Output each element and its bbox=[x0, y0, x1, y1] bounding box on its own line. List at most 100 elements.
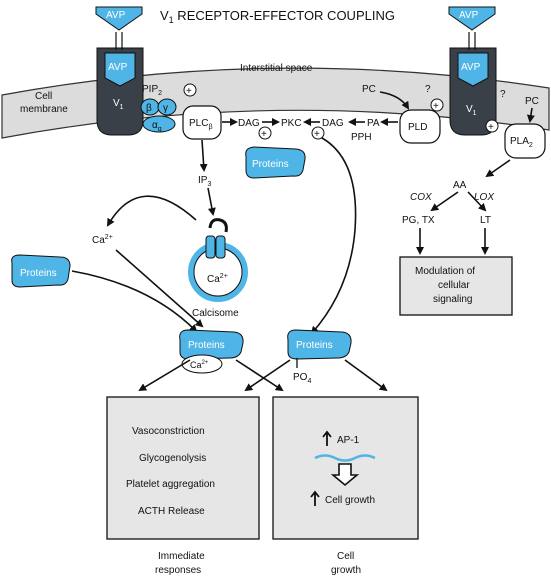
right-free-avp: AVP bbox=[448, 6, 496, 31]
pc-left-label: PC bbox=[362, 84, 376, 95]
pc-to-pla2-arrow bbox=[526, 107, 535, 123]
pa-label: PA bbox=[367, 118, 380, 129]
immediate-caption-line1: Immediate bbox=[158, 551, 205, 562]
immediate-caption-line2: responses bbox=[155, 565, 201, 576]
svg-text:V1: V1 bbox=[113, 98, 124, 111]
plc-beta: PLCβ bbox=[182, 105, 222, 140]
ca-to-proteins-arrow bbox=[115, 249, 204, 328]
left-free-avp: AVP bbox=[95, 6, 143, 31]
pkc-label: PKC bbox=[281, 118, 302, 129]
modulation-box: Modulation of cellular signaling bbox=[399, 256, 513, 316]
lox-label: LOX bbox=[474, 192, 494, 203]
plus-pld bbox=[430, 98, 444, 112]
question-pla2: ? bbox=[500, 89, 506, 100]
aa-label: AA bbox=[453, 180, 467, 191]
svg-text:AVP: AVP bbox=[108, 62, 128, 73]
proteins-to-calmodulin-arrow bbox=[71, 270, 198, 333]
calcisome-label: Calcisome bbox=[192, 308, 239, 319]
svg-text:AVP: AVP bbox=[106, 10, 126, 21]
svg-text:Proteins: Proteins bbox=[188, 340, 225, 351]
immediate-responses-box: Vasoconstriction Glycogenolysis Platelet… bbox=[106, 396, 260, 540]
cell-membrane-label-line2: membrane bbox=[20, 104, 68, 115]
left-avp-bound bbox=[104, 52, 136, 87]
plus-pla2 bbox=[485, 119, 499, 133]
pla2-to-aa-arrow bbox=[485, 159, 511, 178]
lt-label: LT bbox=[480, 215, 491, 226]
proteins-left-free: Proteins bbox=[11, 254, 71, 288]
svg-text:+: + bbox=[433, 101, 439, 112]
pkc-to-proteins-arrow bbox=[310, 137, 357, 335]
svg-text:Proteins: Proteins bbox=[252, 159, 289, 170]
svg-text:+: + bbox=[314, 129, 320, 140]
response-item-3: ACTH Release bbox=[138, 506, 205, 517]
svg-text:αq: αq bbox=[152, 120, 162, 133]
svg-text:cellular: cellular bbox=[438, 280, 470, 291]
calcisome: Ca2+ bbox=[188, 218, 248, 302]
svg-text:Modulation of: Modulation of bbox=[415, 266, 475, 277]
svg-text:PLD: PLD bbox=[408, 122, 427, 133]
interstitial-space-label: Interstitial space bbox=[240, 63, 313, 74]
plc-to-ip3-arrow bbox=[199, 139, 208, 172]
svg-text:+: + bbox=[261, 129, 267, 140]
svg-text:+: + bbox=[186, 86, 192, 97]
ip3-to-receptor-arrow bbox=[207, 187, 216, 216]
plus-pip2 bbox=[183, 83, 197, 97]
svg-text:AVP: AVP bbox=[461, 62, 481, 73]
cox-label: COX bbox=[410, 192, 432, 203]
proteins-top: Proteins bbox=[245, 146, 306, 179]
dag-right-label: DAG bbox=[322, 118, 344, 129]
ip3-label: IP3 bbox=[198, 175, 211, 188]
diagram-title: V1 RECEPTOR-EFFECTOR COUPLING bbox=[160, 8, 395, 25]
svg-text:Ca2+: Ca2+ bbox=[190, 360, 209, 370]
response-item-1: Glycogenolysis bbox=[139, 453, 206, 464]
svg-text:V1: V1 bbox=[466, 104, 477, 117]
svg-text:β: β bbox=[146, 103, 152, 114]
ap1-label: AP-1 bbox=[337, 435, 360, 446]
ca-proteins-to-immediate-arrow bbox=[138, 359, 191, 392]
right-avp-bound bbox=[457, 52, 489, 87]
plus-pkc-left bbox=[258, 126, 272, 140]
svg-text:PO4: PO4 bbox=[293, 372, 311, 385]
svg-text:Proteins: Proteins bbox=[296, 340, 333, 351]
calcisome-to-ca-arrow bbox=[106, 195, 197, 227]
g-protein: β γ αq bbox=[140, 98, 177, 133]
growth-caption-line2: growth bbox=[331, 565, 361, 576]
up-arrow-icon-2 bbox=[310, 490, 320, 506]
plus-pkc-right bbox=[311, 126, 325, 140]
po4-proteins-to-growth-arrow bbox=[344, 359, 388, 392]
ca-free-label: Ca2+ bbox=[92, 234, 113, 246]
wavy-line-icon bbox=[314, 454, 376, 462]
svg-text:PLA2: PLA2 bbox=[510, 136, 533, 149]
pc-right-label: PC bbox=[525, 96, 539, 107]
response-item-2: Platelet aggregation bbox=[126, 479, 215, 490]
cell-growth-box: AP-1 Cell growth bbox=[272, 396, 419, 540]
svg-text:+: + bbox=[488, 122, 494, 133]
svg-text:Proteins: Proteins bbox=[20, 268, 57, 279]
svg-text:γ: γ bbox=[163, 103, 168, 114]
dag-left-label: DAG bbox=[238, 118, 260, 129]
calcisome-ca-label: Ca2+ bbox=[207, 273, 228, 285]
aa-to-pgtx-arrow bbox=[430, 191, 459, 212]
pc-to-pld-arrow bbox=[379, 91, 410, 110]
pg-tx-label: PG, TX bbox=[402, 215, 435, 226]
question-pld: ? bbox=[425, 84, 431, 95]
ca-proteins-to-growth-arrow bbox=[235, 359, 284, 392]
svg-text:PLCβ: PLCβ bbox=[189, 118, 212, 131]
left-v1-receptor: AVP V1 bbox=[96, 47, 144, 136]
proteins-phosphorylated: Proteins PO4 bbox=[287, 329, 352, 385]
po4-proteins-to-immediate-arrow bbox=[244, 359, 291, 392]
svg-text:signaling: signaling bbox=[433, 294, 472, 305]
response-item-0: Vasoconstriction bbox=[132, 426, 205, 437]
pip2-label: PIP2 bbox=[142, 84, 162, 97]
cell-membrane-label-line1: Cell bbox=[35, 91, 52, 102]
open-down-arrow-icon bbox=[330, 463, 360, 487]
aa-to-lt-arrow bbox=[467, 191, 487, 212]
cell-growth-label: Cell growth bbox=[325, 495, 375, 506]
pph-label: PPH bbox=[351, 132, 372, 143]
svg-text:AVP: AVP bbox=[459, 10, 479, 21]
up-arrow-icon bbox=[322, 430, 332, 446]
pla2: PLA2 bbox=[504, 123, 546, 159]
proteins-ca-bound: Proteins Ca2+ bbox=[179, 329, 244, 374]
growth-caption-line1: Cell bbox=[337, 551, 354, 562]
